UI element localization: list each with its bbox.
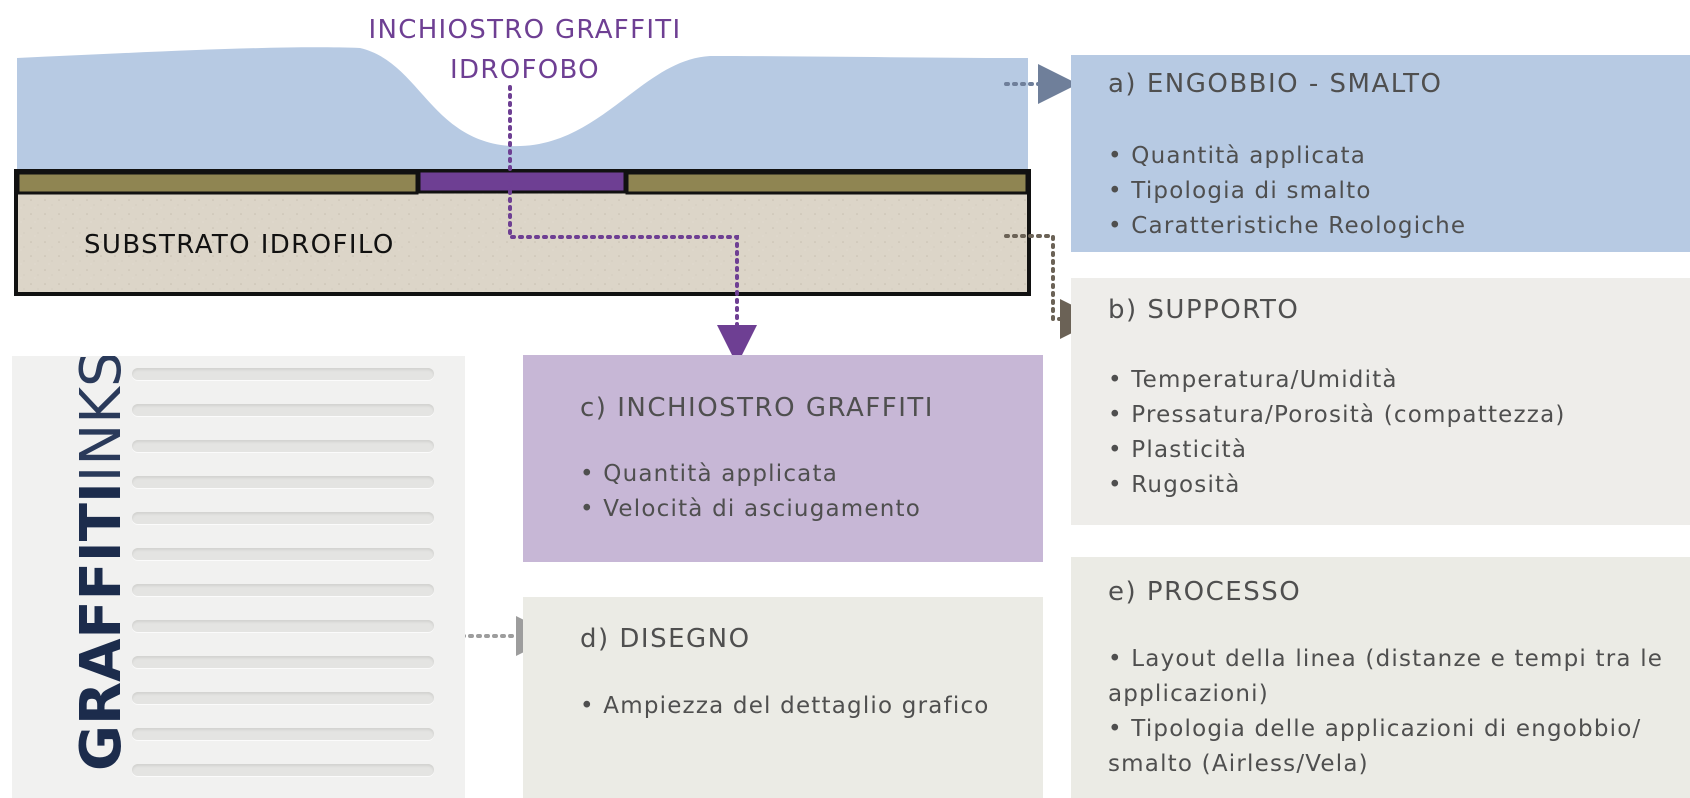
box-graffiti-ink: c) INCHIOSTRO GRAFFITI Quantità applicat… xyxy=(523,355,1043,562)
box-process-list: Layout della linea (distanze e tempi tra… xyxy=(1108,642,1680,782)
box-graffiti-ink-title: c) INCHIOSTRO GRAFFITI xyxy=(580,393,934,423)
list-item: Tipologia di smalto xyxy=(1108,174,1690,209)
list-item: Caratteristiche Reologiche xyxy=(1108,209,1690,244)
support-connector-arrow xyxy=(1004,234,1100,339)
tile-groove xyxy=(132,440,434,452)
box-engobe-glaze-list: Quantità applicata Tipologia di smalto C… xyxy=(1108,139,1690,244)
ink-label-line1: INCHIOSTRO GRAFFITI xyxy=(368,15,682,45)
substrate-label: SUBSTRATO IDROFILO xyxy=(84,230,395,260)
list-item: Temperatura/Umidità xyxy=(1108,363,1690,398)
engobe-layer-right xyxy=(625,171,1029,195)
list-item: Pressatura/Porosità (compattezza) xyxy=(1108,398,1690,433)
ink-label-line2: IDROFOBO xyxy=(450,55,600,85)
tile-groove xyxy=(132,368,434,380)
box-support-list: Temperatura/Umidità Pressatura/Porosità … xyxy=(1108,363,1690,503)
box-design: d) DISEGNO Ampiezza del dettaglio grafic… xyxy=(523,597,1043,798)
list-item: Velocità di asciugamento xyxy=(580,492,1043,527)
box-engobe-glaze: a) ENGOBBIO - SMALTO Quantità applicata … xyxy=(1071,55,1690,252)
tile-groove xyxy=(132,620,434,632)
box-support-title: b) SUPPORTO xyxy=(1108,295,1300,325)
box-support: b) SUPPORTO Temperatura/Umidità Pressatu… xyxy=(1071,278,1690,525)
tile-groove xyxy=(132,584,434,596)
logo-thin-text: INKS xyxy=(69,356,134,483)
logo-bold-text: GRAFFITI xyxy=(69,482,134,771)
tile-groove xyxy=(132,404,434,416)
list-item: Plasticità xyxy=(1108,433,1690,468)
graffiti-inks-logo: GRAFFITIINKS xyxy=(69,356,134,771)
tile-groove xyxy=(132,476,434,488)
list-item: Quantità applicata xyxy=(580,457,1043,492)
list-item: Layout della linea (distanze e tempi tra… xyxy=(1108,642,1680,712)
box-design-title: d) DISEGNO xyxy=(580,624,751,654)
list-item: Tipologia delle applicazioni di engobbio… xyxy=(1108,712,1680,782)
box-engobe-glaze-title: a) ENGOBBIO - SMALTO xyxy=(1108,69,1443,99)
list-item: Rugosità xyxy=(1108,468,1690,503)
tile-groove xyxy=(132,692,434,704)
list-item: Ampiezza del dettaglio grafico xyxy=(580,689,1023,724)
graffiti-tile-photo: GRAFFITIINKS xyxy=(12,356,465,798)
tile-groove xyxy=(132,548,434,560)
box-graffiti-ink-list: Quantità applicata Velocità di asciugame… xyxy=(580,457,1043,527)
box-process: e) PROCESSO Layout della linea (distanze… xyxy=(1071,557,1690,798)
box-process-title: e) PROCESSO xyxy=(1108,577,1302,607)
list-item: Quantità applicata xyxy=(1108,139,1690,174)
tile-groove xyxy=(132,728,434,740)
ink-connector-arrow xyxy=(508,85,757,365)
graffiti-ink-layer xyxy=(417,169,627,194)
glaze-layer xyxy=(17,47,1028,171)
tile-groove xyxy=(132,764,434,776)
tile-groove xyxy=(132,512,434,524)
engobe-layer-left xyxy=(16,171,419,195)
box-design-list: Ampiezza del dettaglio grafico xyxy=(580,689,1023,724)
ink-label: INCHIOSTRO GRAFFITI IDROFOBO xyxy=(340,10,710,90)
tile-groove xyxy=(132,656,434,668)
